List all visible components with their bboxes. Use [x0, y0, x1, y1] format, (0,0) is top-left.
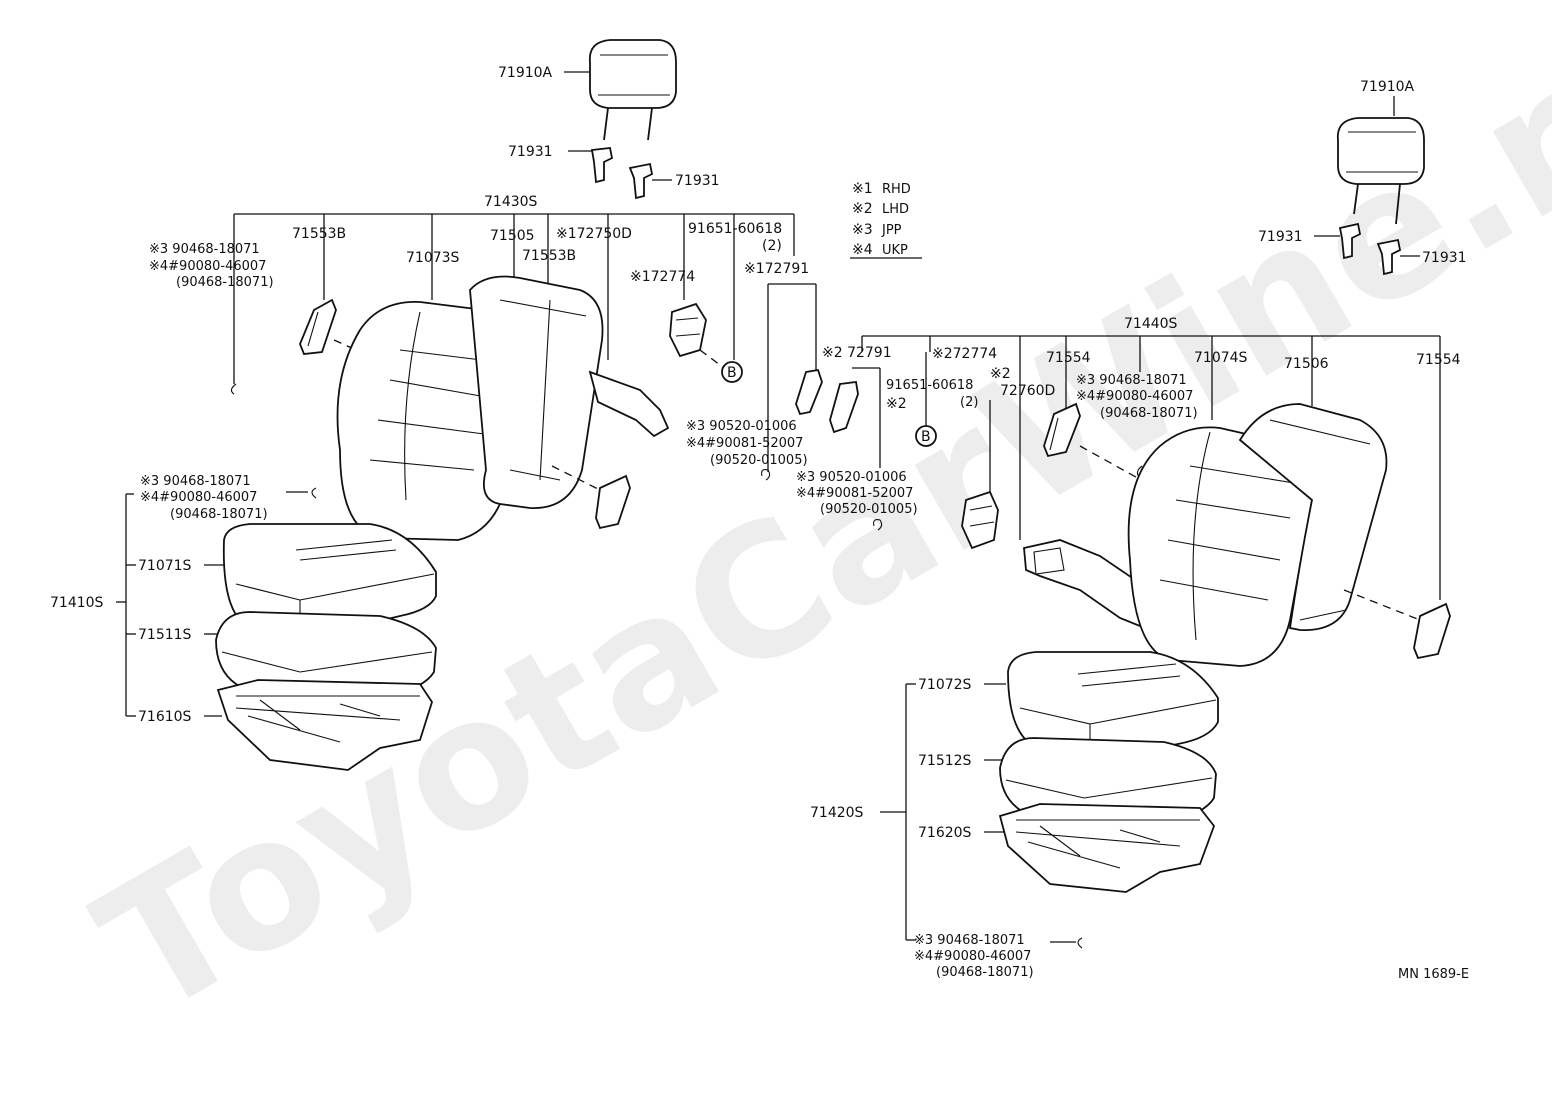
side-trim-71554-lower — [1413, 602, 1451, 660]
legend-text-2: LHD — [882, 202, 909, 217]
label-71512s: 71512S — [918, 753, 972, 769]
headrest-guide-left-1 — [590, 147, 614, 184]
label-90520-a3: (90520-01005) — [710, 453, 808, 468]
label-72750d: ※172750D — [556, 226, 632, 242]
label-71620s: 71620S — [918, 825, 972, 841]
label-71511s: 71511S — [138, 627, 192, 643]
callout-tree-71410s — [116, 493, 136, 717]
label-72791-a: ※172791 — [744, 261, 809, 277]
label-90468-a1: ※3 90468-18071 — [149, 242, 260, 257]
label-71430s: 71430S — [484, 194, 538, 210]
label-71072s: 71072S — [918, 677, 972, 693]
headrest-right — [1336, 117, 1425, 225]
headrest-guide-right-1 — [1338, 222, 1362, 260]
label-71420s: 71420S — [810, 805, 864, 821]
lever-72791-right — [829, 367, 881, 468]
headrest-guide-left-2 — [628, 162, 654, 200]
label-71931-d: 71931 — [1422, 250, 1467, 266]
label-90520-b1: ※3 90520-01006 — [796, 470, 907, 485]
bolt-b-right: B — [915, 425, 937, 447]
label-90468-c2: ※4#90080-46007 — [140, 490, 257, 505]
label-x2-b: ※2 — [990, 366, 1011, 382]
label-71440s: 71440S — [1124, 316, 1178, 332]
label-71910a-right: 71910A — [1360, 79, 1415, 95]
bracket-72774-left — [669, 302, 707, 358]
label-71931-a: 71931 — [508, 144, 553, 160]
label-90468-b2: ※4#90080-46007 — [1076, 389, 1193, 404]
callout-tree-71420s — [880, 683, 916, 941]
label-72774-b: ※272774 — [932, 346, 997, 362]
bracket-72774-right — [961, 490, 999, 550]
label-71505: 71505 — [490, 228, 535, 244]
label-71071s: 71071S — [138, 558, 192, 574]
label-90468-a3: (90468-18071) — [176, 275, 274, 290]
seat-back-frame-right — [1238, 403, 1388, 631]
label-71931-c: 71931 — [1258, 229, 1303, 245]
label-90468-b1: ※3 90468-18071 — [1076, 373, 1187, 388]
seat-back-frame-left — [469, 275, 670, 509]
callout-tree-71440s — [861, 335, 1441, 600]
recliner-72760d-right — [1023, 539, 1151, 632]
lever-72791-left — [767, 283, 823, 472]
side-trim-71553b-lower — [595, 474, 631, 530]
label-91651-b: 91651-60618 — [886, 378, 973, 393]
label-90468-c3: (90468-18071) — [170, 507, 268, 522]
label-71553b-a: 71553B — [292, 226, 346, 242]
screw-left-1 — [761, 469, 771, 481]
label-72774-a: ※172774 — [630, 269, 695, 285]
screw-right-1 — [873, 519, 883, 531]
cushion-frame-left — [216, 679, 433, 771]
bolt-b-left: B — [721, 361, 743, 383]
label-90468-b3: (90468-18071) — [1100, 406, 1198, 421]
label-91651-b-qty: (2) — [960, 395, 978, 410]
label-90468-d1: ※3 90468-18071 — [914, 933, 1025, 948]
headrest-guide-right-2 — [1376, 238, 1402, 276]
side-trim-71553b-left — [299, 298, 337, 355]
label-71931-b: 71931 — [675, 173, 720, 189]
label-71553b-b: 71553B — [522, 248, 576, 264]
legend-text-4: UKP — [882, 243, 908, 258]
legend-mark-1: ※1 — [852, 181, 873, 197]
label-90468-a2: ※4#90080-46007 — [149, 259, 266, 274]
legend-text-3: JPP — [881, 223, 902, 238]
bolt-b-right-text: B — [921, 429, 931, 445]
side-trim-71554-upper — [1043, 402, 1081, 458]
label-x2-a: ※2 — [886, 396, 907, 412]
reference-code: MN 1689-E — [1398, 967, 1469, 982]
label-71506: 71506 — [1284, 356, 1329, 372]
bolt-b-left-text: B — [727, 365, 737, 381]
label-90468-d3: (90468-18071) — [936, 965, 1034, 980]
label-71074s: 71074S — [1194, 350, 1248, 366]
legend-mark-4: ※4 — [852, 242, 873, 258]
label-71410s: 71410S — [50, 595, 104, 611]
label-71554-a: 71554 — [1046, 350, 1091, 366]
label-71554-b: 71554 — [1416, 352, 1461, 368]
label-90520-b3: (90520-01005) — [820, 502, 918, 517]
legend: ※1 RHD ※2 LHD ※3 JPP ※4 UKP — [850, 181, 922, 259]
legend-text-1: RHD — [882, 182, 911, 197]
legend-mark-3: ※3 — [852, 222, 873, 238]
label-91651-a: 91651-60618 — [688, 221, 782, 237]
label-71610s: 71610S — [138, 709, 192, 725]
seat-back-right — [1127, 426, 1314, 667]
label-71073s: 71073S — [406, 250, 460, 266]
label-90468-d2: ※4#90080-46007 — [914, 949, 1031, 964]
clip-right-2 — [1077, 937, 1083, 949]
legend-mark-2: ※2 — [852, 201, 873, 217]
label-72791-b: ※2 72791 — [822, 345, 892, 361]
headrest-left — [588, 39, 677, 141]
label-71910a-left: 71910A — [498, 65, 553, 81]
clip-left-1 — [230, 383, 237, 395]
cushion-frame-right — [998, 803, 1216, 893]
label-90520-a1: ※3 90520-01006 — [686, 419, 797, 434]
label-91651-a-qty: (2) — [762, 238, 782, 254]
cushion-cover-right — [1007, 651, 1219, 764]
label-72760d: 72760D — [1000, 383, 1055, 399]
label-90520-a2: ※4#90081-52007 — [686, 436, 803, 451]
label-90520-b2: ※4#90081-52007 — [796, 486, 913, 501]
label-90468-c1: ※3 90468-18071 — [140, 474, 251, 489]
clip-left-2 — [311, 487, 317, 499]
